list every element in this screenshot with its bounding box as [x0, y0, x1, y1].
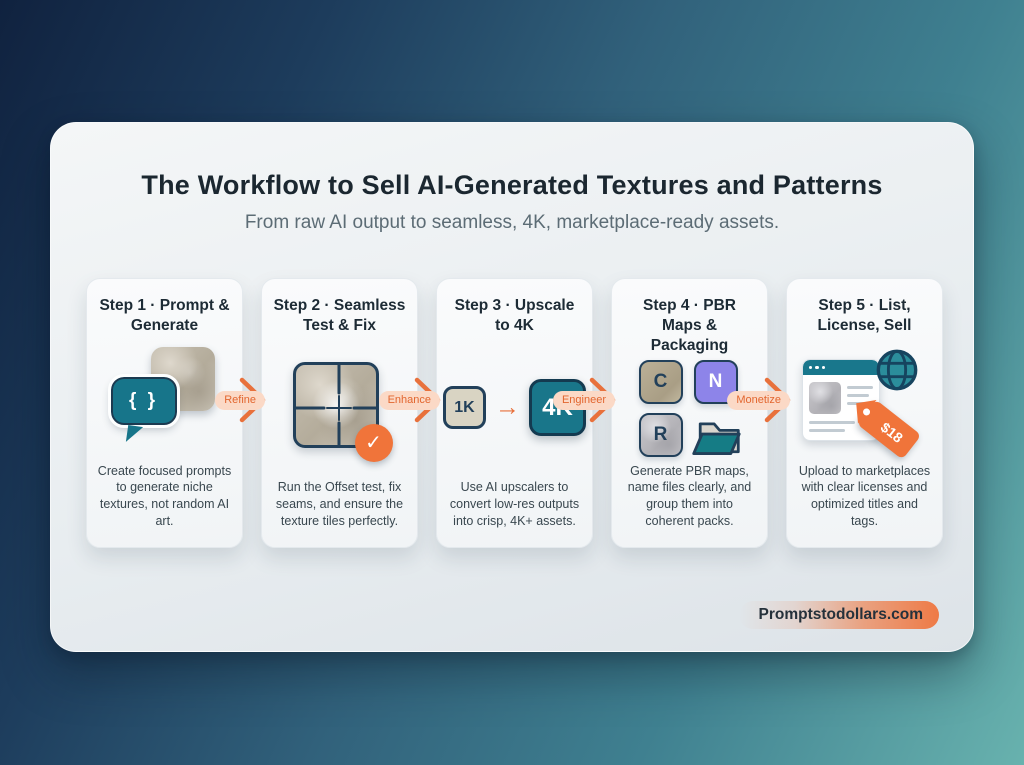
step-3-description: Use AI upscalers to convert low-res outp…	[449, 480, 580, 529]
text-lines	[803, 418, 879, 435]
resolution-1k-box: 1K	[443, 386, 486, 430]
price-label: $18	[877, 418, 906, 446]
infographic-panel: The Workflow to Sell AI-Generated Textur…	[50, 122, 974, 652]
listing-icon: $18	[801, 347, 928, 460]
step-4-description: Generate PBR maps, name files clearly, a…	[627, 463, 752, 529]
connector-monetize: Monetize	[727, 278, 791, 548]
pbr-map-roughness: R	[638, 412, 683, 457]
prompt-bubble-icon: { }	[107, 347, 223, 451]
step-5-title: Step 5 · List, License, Sell	[817, 297, 912, 334]
pbr-map-color: C	[638, 359, 683, 404]
pbr-packaging-icon: C N R	[612, 355, 767, 462]
page-title: The Workflow to Sell AI-Generated Textur…	[141, 170, 883, 200]
step-3-title: Step 3 · Upscale to 4K	[454, 297, 575, 334]
price-tag-icon: $18	[856, 399, 921, 460]
window-dot-icon	[808, 365, 812, 370]
connector-label: Enhance	[378, 391, 440, 411]
step-card-2: Step 2 · Seamless Test & Fix	[261, 278, 418, 548]
texture-thumbnail	[808, 382, 841, 415]
speech-bubble-tail	[125, 425, 143, 445]
folder-icon	[691, 422, 741, 455]
connector-label: Monetize	[727, 391, 790, 411]
braces-glyph: { }	[128, 390, 159, 412]
marketplace-icon: $18	[787, 336, 942, 463]
step-4-title: Step 4 · PBR Maps & Packaging	[642, 297, 736, 354]
browser-titlebar	[802, 360, 879, 376]
window-dot-icon	[815, 365, 819, 370]
brand-badge: Promptstodollars.com	[738, 601, 939, 629]
step-1-description: Create focused prompts to generate niche…	[97, 463, 232, 529]
check-icon: ✓	[354, 423, 393, 462]
step-card-4: Step 4 · PBR Maps & Packaging C N R Gene…	[611, 278, 768, 548]
prompt-generate-icon: { }	[87, 336, 242, 463]
page-subtitle: From raw AI output to seamless, 4K, mark…	[244, 212, 780, 233]
step-card-3: Step 3 · Upscale to 4K 1K → 4K Use AI up…	[436, 278, 593, 548]
offset-test-icon: ✓	[291, 360, 393, 462]
connector-refine: Refine	[215, 278, 266, 548]
workflow-steps-row: Step 1 · Prompt & Generate { } Create fo…	[86, 278, 943, 548]
globe-icon	[876, 349, 917, 391]
window-dot-icon	[821, 365, 825, 370]
upscale-arrow-icon: →	[495, 393, 520, 422]
step-card-5: Step 5 · List, License, Sell	[786, 278, 943, 548]
connector-label: Refine	[215, 391, 265, 411]
crosshair-lines-icon	[295, 364, 376, 445]
pbr-maps-grid: C N R	[638, 359, 741, 458]
step-card-1: Step 1 · Prompt & Generate { } Create fo…	[86, 278, 243, 548]
connector-engineer: Engineer	[552, 278, 616, 548]
connector-enhance: Enhance	[378, 278, 441, 548]
tag-hole	[861, 407, 871, 417]
speech-bubble-icon: { }	[107, 374, 180, 429]
step-5-description: Upload to marketplaces with clear licens…	[798, 463, 931, 529]
step-2-title: Step 2 · Seamless Test & Fix	[273, 297, 406, 334]
connector-label: Engineer	[552, 391, 615, 411]
step-2-description: Run the Offset test, fix seams, and ensu…	[275, 480, 404, 529]
step-1-title: Step 1 · Prompt & Generate	[99, 297, 230, 334]
seamless-test-icon: ✓	[262, 336, 417, 480]
